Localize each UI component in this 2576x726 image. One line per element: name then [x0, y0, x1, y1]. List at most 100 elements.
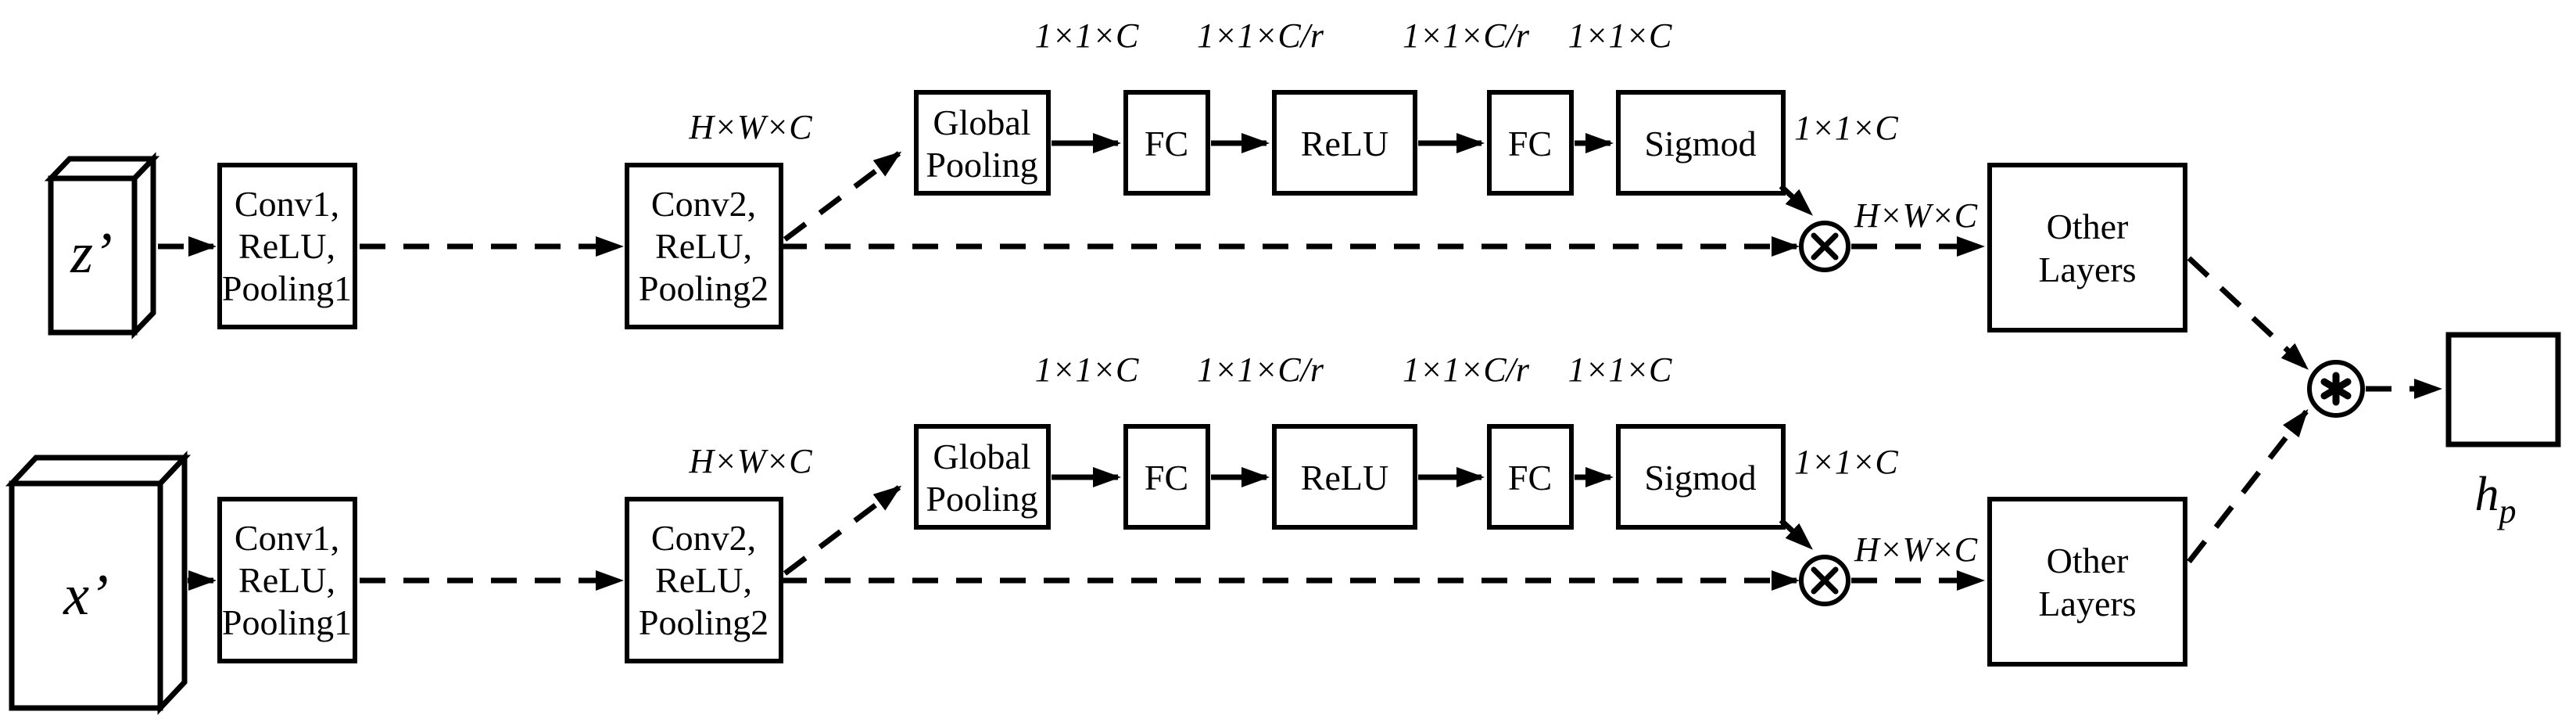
fc2-box — [1487, 90, 1574, 196]
relu-box — [1272, 424, 1417, 530]
fc2-block: FC — [1487, 90, 1574, 196]
other-layers-box — [1987, 497, 2187, 667]
input-label-z: z’ — [70, 221, 112, 286]
multiply-dim-label: H×W×C — [1854, 530, 1978, 569]
sigmoid-out-dim-label: 1×1×C — [1794, 109, 1898, 147]
output-box — [2445, 332, 2561, 447]
fusion-node — [2307, 360, 2365, 418]
conv2-label-line2: ReLU, — [655, 226, 752, 266]
fc1-label: FC — [1145, 458, 1188, 498]
cube-side-face — [131, 152, 156, 340]
sigmoid-block: Sigmod — [1616, 90, 1786, 196]
other-layers-box — [1987, 163, 2187, 332]
other-layers-block: Other Layers — [1987, 497, 2187, 667]
se-dim-label-1: 1×1×C — [1035, 350, 1139, 389]
arrow-conv2-to-global-pooling — [783, 485, 902, 576]
conv2-label-line1: Conv2, — [651, 518, 756, 558]
arrow-sigmoid-to-multiply — [1779, 184, 1813, 216]
se-dim-label-2: 1×1×C/r — [1197, 350, 1324, 389]
fc1-block: FC — [1123, 90, 1210, 196]
conv2-label-line3: Pooling2 — [639, 268, 769, 308]
conv1-label-line3: Pooling1 — [222, 602, 352, 642]
conv1-label-line2: ReLU, — [238, 226, 335, 266]
se-dim-label-3: 1×1×C/r — [1403, 350, 1530, 389]
multiply-node — [1799, 221, 1850, 272]
relu-block: ReLU — [1272, 90, 1417, 196]
other-layers-label-line1: Other — [2047, 541, 2129, 580]
se-dim-label-3: 1×1×C/r — [1403, 16, 1530, 55]
conv2-box — [625, 163, 783, 329]
relu-block: ReLU — [1272, 424, 1417, 530]
conv2-label-line2: ReLU, — [655, 560, 752, 600]
arrow-sigmoid-to-multiply — [1779, 518, 1813, 550]
input-tensor-x: x’ — [5, 451, 192, 715]
conv1-label-line1: Conv1, — [235, 518, 339, 558]
branch-top: z’ Conv1, ReLU, Pooling1 Conv2, ReLU, Po… — [44, 16, 2187, 340]
output-label-sub: p — [2497, 492, 2517, 530]
global-pooling-block: Global Pooling — [914, 424, 1051, 530]
sigmoid-label: Sigmod — [1644, 458, 1756, 498]
se-dim-label-2: 1×1×C/r — [1197, 16, 1324, 55]
fc2-label: FC — [1508, 458, 1552, 498]
fc1-box — [1123, 90, 1210, 196]
fc1-label: FC — [1145, 124, 1188, 164]
other-layers-block: Other Layers — [1987, 163, 2187, 332]
other-layers-label-line1: Other — [2047, 207, 2129, 246]
conv1-label-line2: ReLU, — [238, 560, 335, 600]
sigmoid-box — [1616, 90, 1786, 196]
sigmoid-block: Sigmod — [1616, 424, 1786, 530]
output-label: hp — [2475, 468, 2517, 530]
multiply-dim-label: H×W×C — [1854, 196, 1978, 235]
output-label-main: h — [2475, 468, 2499, 521]
sigmoid-box — [1616, 424, 1786, 530]
fc2-label: FC — [1508, 124, 1552, 164]
conv1-block: Conv1, ReLU, Pooling1 — [217, 497, 357, 663]
se-dim-label-4: 1×1×C — [1568, 350, 1672, 389]
other-layers-label-line2: Layers — [2038, 584, 2136, 624]
relu-box — [1272, 90, 1417, 196]
se-dim-label-4: 1×1×C — [1568, 16, 1672, 55]
relu-label: ReLU — [1301, 458, 1388, 498]
global-pooling-label-line1: Global — [933, 102, 1030, 142]
cube-top-face — [5, 455, 192, 487]
conv1-box — [217, 497, 357, 663]
cube-front-face — [48, 175, 138, 336]
arrow-top-other-layers-to-fusion — [2187, 256, 2309, 370]
conv2-block: Conv2, ReLU, Pooling2 — [625, 497, 783, 663]
input-tensor-z: z’ — [44, 152, 160, 340]
fc2-box — [1487, 424, 1574, 530]
se-dim-label-1: 1×1×C — [1035, 16, 1139, 55]
conv1-label-line1: Conv1, — [235, 184, 339, 224]
sigmoid-label: Sigmod — [1644, 124, 1756, 164]
global-pooling-label-line2: Pooling — [926, 145, 1037, 185]
global-pooling-box — [914, 90, 1051, 196]
other-layers-label-line2: Layers — [2038, 250, 2136, 289]
output-block: hp — [2445, 332, 2561, 530]
input-label-x: x’ — [63, 563, 109, 627]
cube-side-face — [157, 451, 188, 715]
feature-dim-label: H×W×C — [688, 108, 812, 146]
conv1-box — [217, 163, 357, 329]
arrow-bottom-other-layers-to-fusion — [2187, 408, 2309, 564]
fc2-block: FC — [1487, 424, 1574, 530]
conv1-label-line3: Pooling1 — [222, 268, 352, 308]
global-pooling-label-line2: Pooling — [926, 479, 1037, 519]
relu-label: ReLU — [1301, 124, 1388, 164]
fc1-block: FC — [1123, 424, 1210, 530]
conv2-box — [625, 497, 783, 663]
conv2-block: Conv2, ReLU, Pooling2 — [625, 163, 783, 329]
feature-dim-label: H×W×C — [688, 442, 812, 480]
conv2-label-line1: Conv2, — [651, 184, 756, 224]
global-pooling-block: Global Pooling — [914, 90, 1051, 196]
global-pooling-label-line1: Global — [933, 437, 1030, 476]
branch-bottom: x’ Conv1, ReLU, Pooling1 Conv2, ReLU, Po… — [5, 350, 2187, 715]
conv1-block: Conv1, ReLU, Pooling1 — [217, 163, 357, 329]
multiply-node — [1799, 555, 1850, 606]
arrow-conv2-to-global-pooling — [783, 151, 902, 242]
sigmoid-out-dim-label: 1×1×C — [1794, 443, 1898, 481]
cube-front-face — [9, 480, 163, 711]
conv2-label-line3: Pooling2 — [639, 602, 769, 642]
fc1-box — [1123, 424, 1210, 530]
global-pooling-box — [914, 424, 1051, 530]
